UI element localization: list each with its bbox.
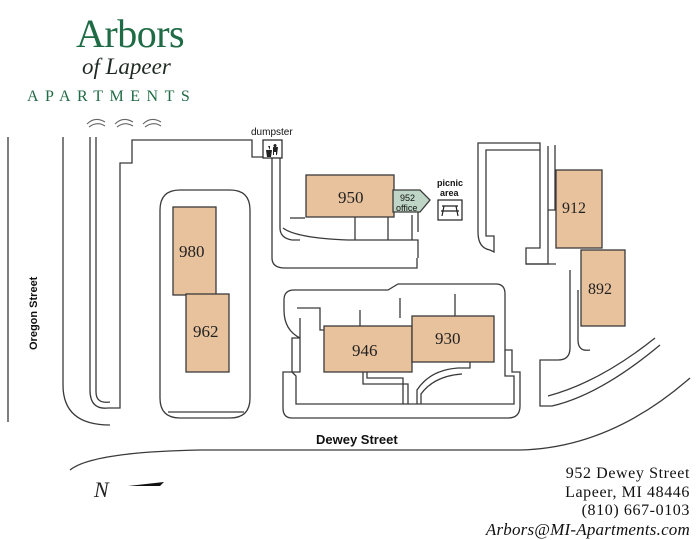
dumpster-label: dumpster <box>251 127 293 138</box>
compass-label: N <box>93 477 110 502</box>
building-912[interactable] <box>555 169 603 249</box>
building-946[interactable] <box>323 325 413 373</box>
picnic-label-line2: area <box>440 188 460 198</box>
dumpster-icon <box>262 139 283 159</box>
label-980: 980 <box>179 242 205 261</box>
brand-subtitle: of Lapeer <box>82 54 171 79</box>
label-962: 962 <box>193 322 219 341</box>
north-arrow-icon: N <box>93 477 164 502</box>
contact-city: Lapeer, MI 48446 <box>565 483 690 501</box>
contact-street: 952 Dewey Street <box>565 465 690 482</box>
label-930: 930 <box>435 329 461 348</box>
contact-info: 952 Dewey Street Lapeer, MI 48446 (810) … <box>486 465 690 539</box>
leaf-ornament-icon <box>86 118 162 128</box>
contact-email[interactable]: Arbors@MI-Apartments.com <box>485 519 690 539</box>
oregon-street-label: Oregon Street <box>28 276 40 350</box>
building-962[interactable] <box>185 293 230 373</box>
brand-title: Arbors <box>76 11 185 56</box>
label-952-line1: 952 <box>400 193 415 203</box>
building-952-office[interactable] <box>392 189 431 213</box>
building-980[interactable] <box>172 206 217 296</box>
building-892[interactable] <box>580 249 626 327</box>
label-946: 946 <box>352 341 378 360</box>
picnic-label-line1: picnic <box>437 178 463 188</box>
label-912: 912 <box>562 200 586 217</box>
building-930[interactable] <box>411 315 495 363</box>
label-952-line2: office <box>396 203 417 213</box>
building-950[interactable] <box>305 174 395 218</box>
brand-logo: Arbors of Lapeer APARTMENTS <box>0 0 240 130</box>
picnic-table-icon <box>437 199 463 221</box>
label-892: 892 <box>588 281 612 298</box>
roads-and-lots <box>7 137 691 471</box>
contact-phone[interactable]: (810) 667-0103 <box>581 502 690 519</box>
label-950: 950 <box>338 188 364 207</box>
dewey-street-label: Dewey Street <box>316 432 398 447</box>
brand-tagline: APARTMENTS <box>27 88 197 105</box>
